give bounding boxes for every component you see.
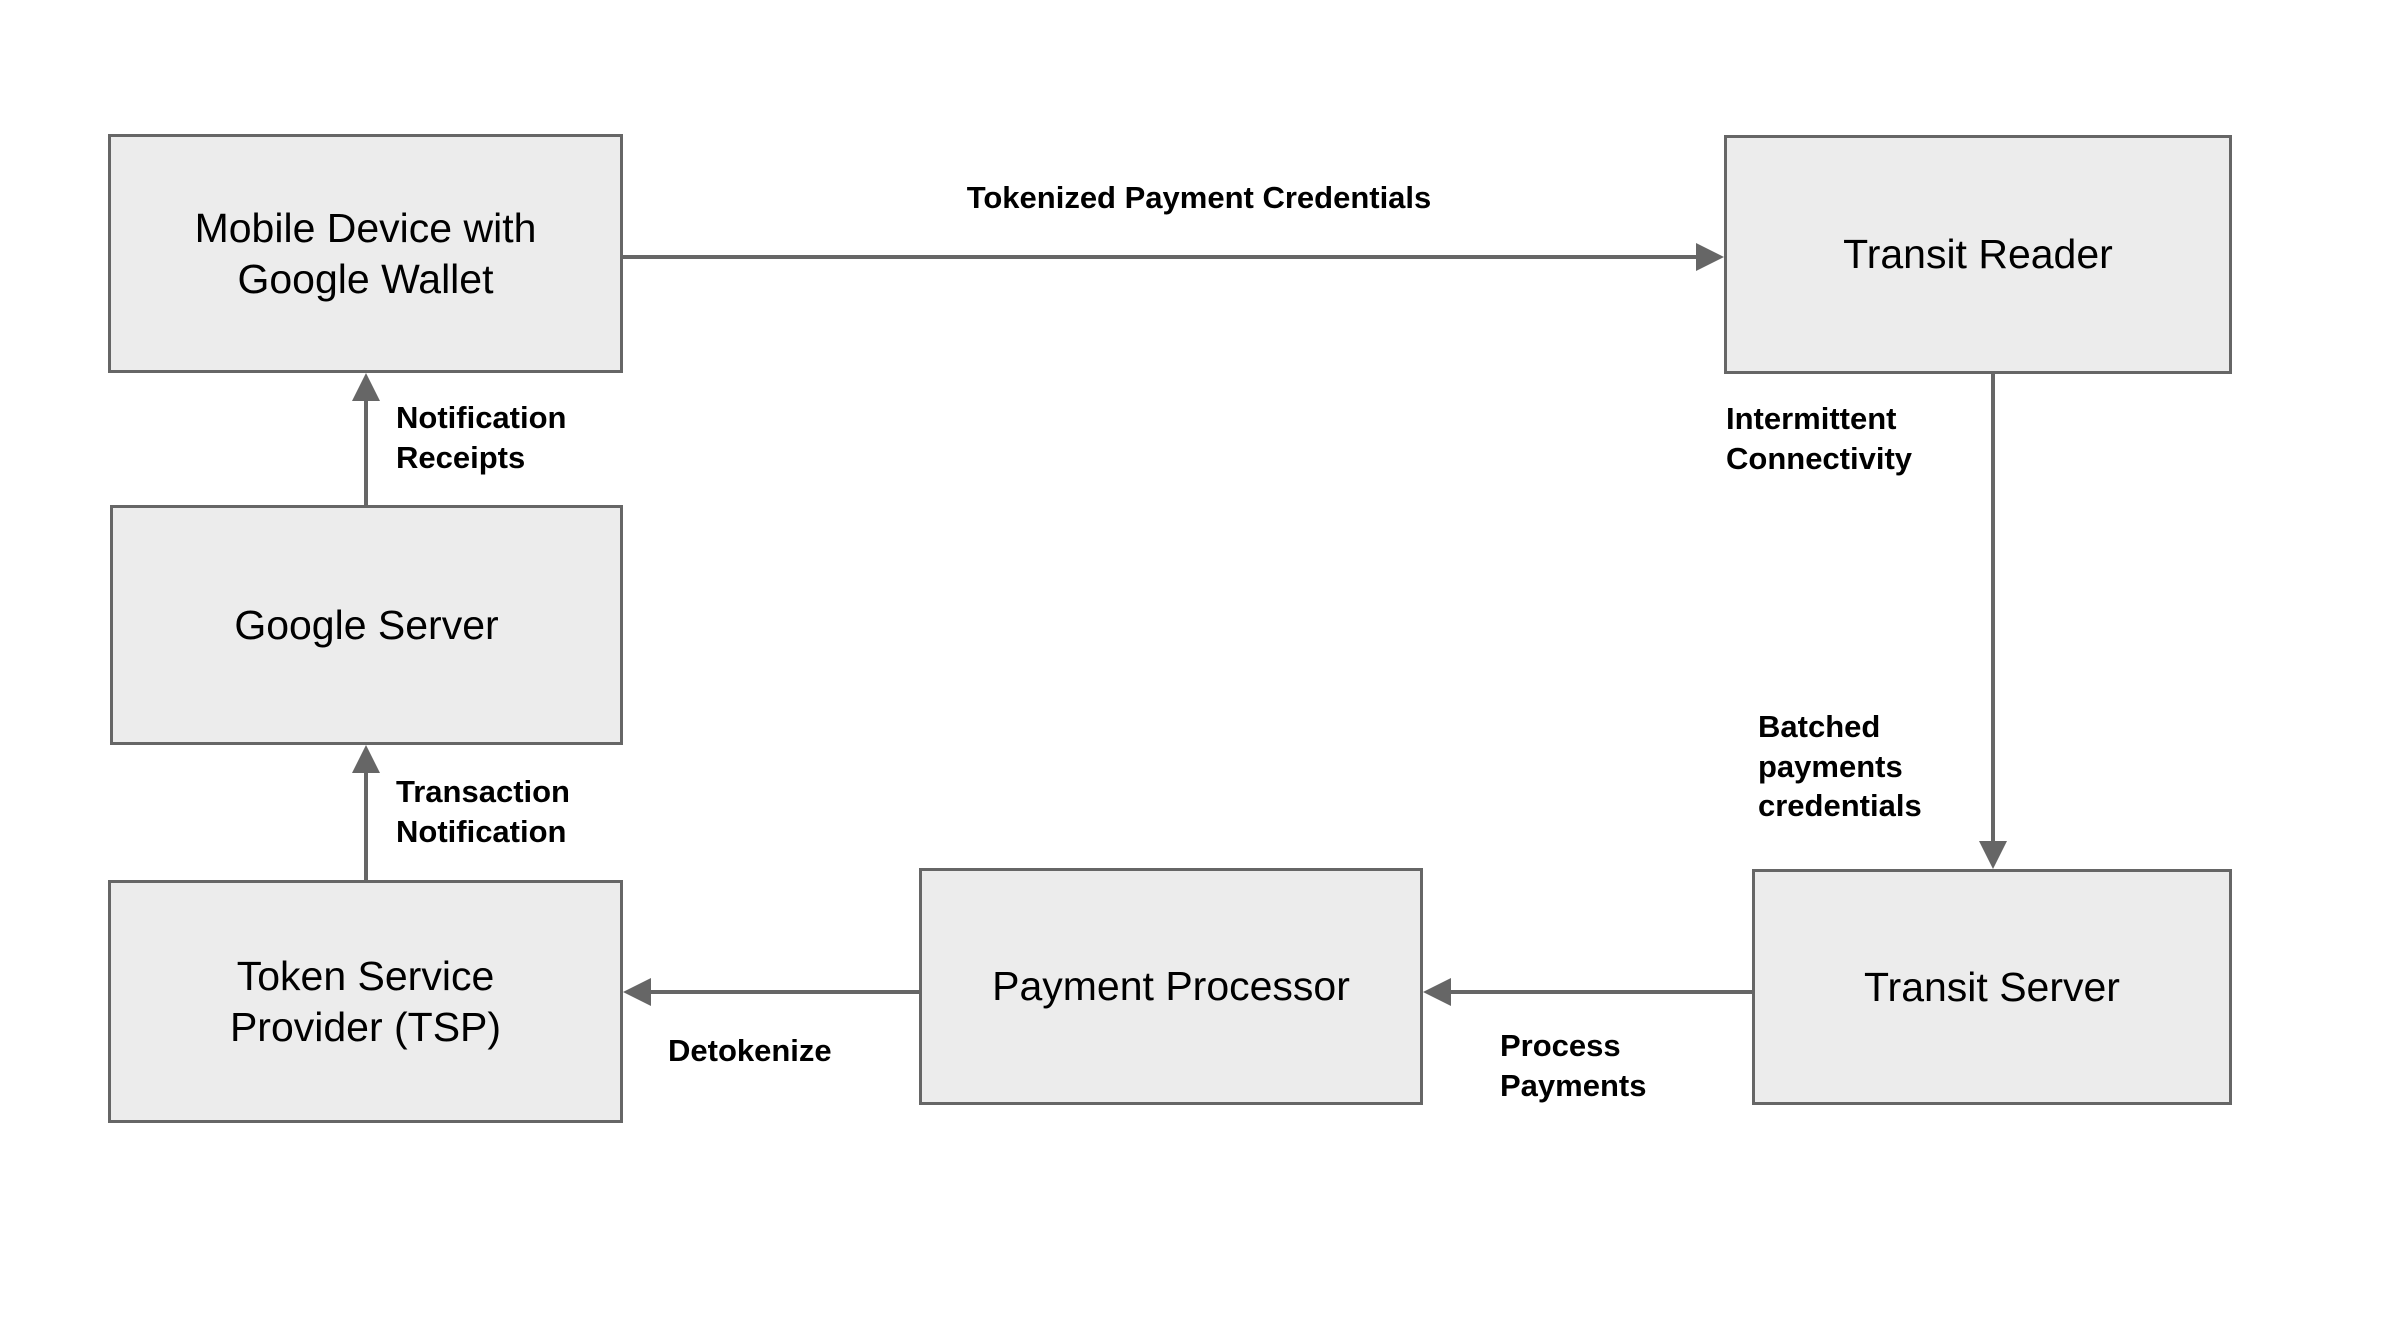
edge-tsp-to-google-server — [352, 745, 380, 880]
edge-label-notification-receipts: Notification Receipts — [396, 400, 567, 475]
edge-processor-to-tsp — [623, 978, 919, 1006]
edge-mobile-to-reader — [623, 243, 1724, 271]
edge-label-process-payments: Process Payments — [1500, 1028, 1647, 1103]
node-mobile-device[interactable]: Mobile Device with Google Wallet — [108, 134, 623, 373]
edge-google-server-to-mobile — [352, 373, 380, 505]
edge-label-detokenize: Detokenize — [668, 1033, 832, 1068]
edge-label-batched-payments-credentials: Batched payments credentials — [1758, 709, 1922, 824]
node-google-server[interactable]: Google Server — [110, 505, 623, 745]
node-transit-reader[interactable]: Transit Reader — [1724, 135, 2232, 374]
node-payment-processor[interactable]: Payment Processor — [919, 868, 1423, 1105]
edge-transit-server-to-processor — [1423, 978, 1752, 1006]
edge-label-transaction-notification: Transaction Notification — [396, 774, 570, 849]
edge-label-tokenized-payment-credentials: Tokenized Payment Credentials — [966, 180, 1432, 215]
node-transit-server[interactable]: Transit Server — [1752, 869, 2232, 1105]
node-token-service-provider[interactable]: Token Service Provider (TSP) — [108, 880, 623, 1123]
edge-label-intermittent-connectivity: Intermittent Connectivity — [1726, 401, 1913, 476]
